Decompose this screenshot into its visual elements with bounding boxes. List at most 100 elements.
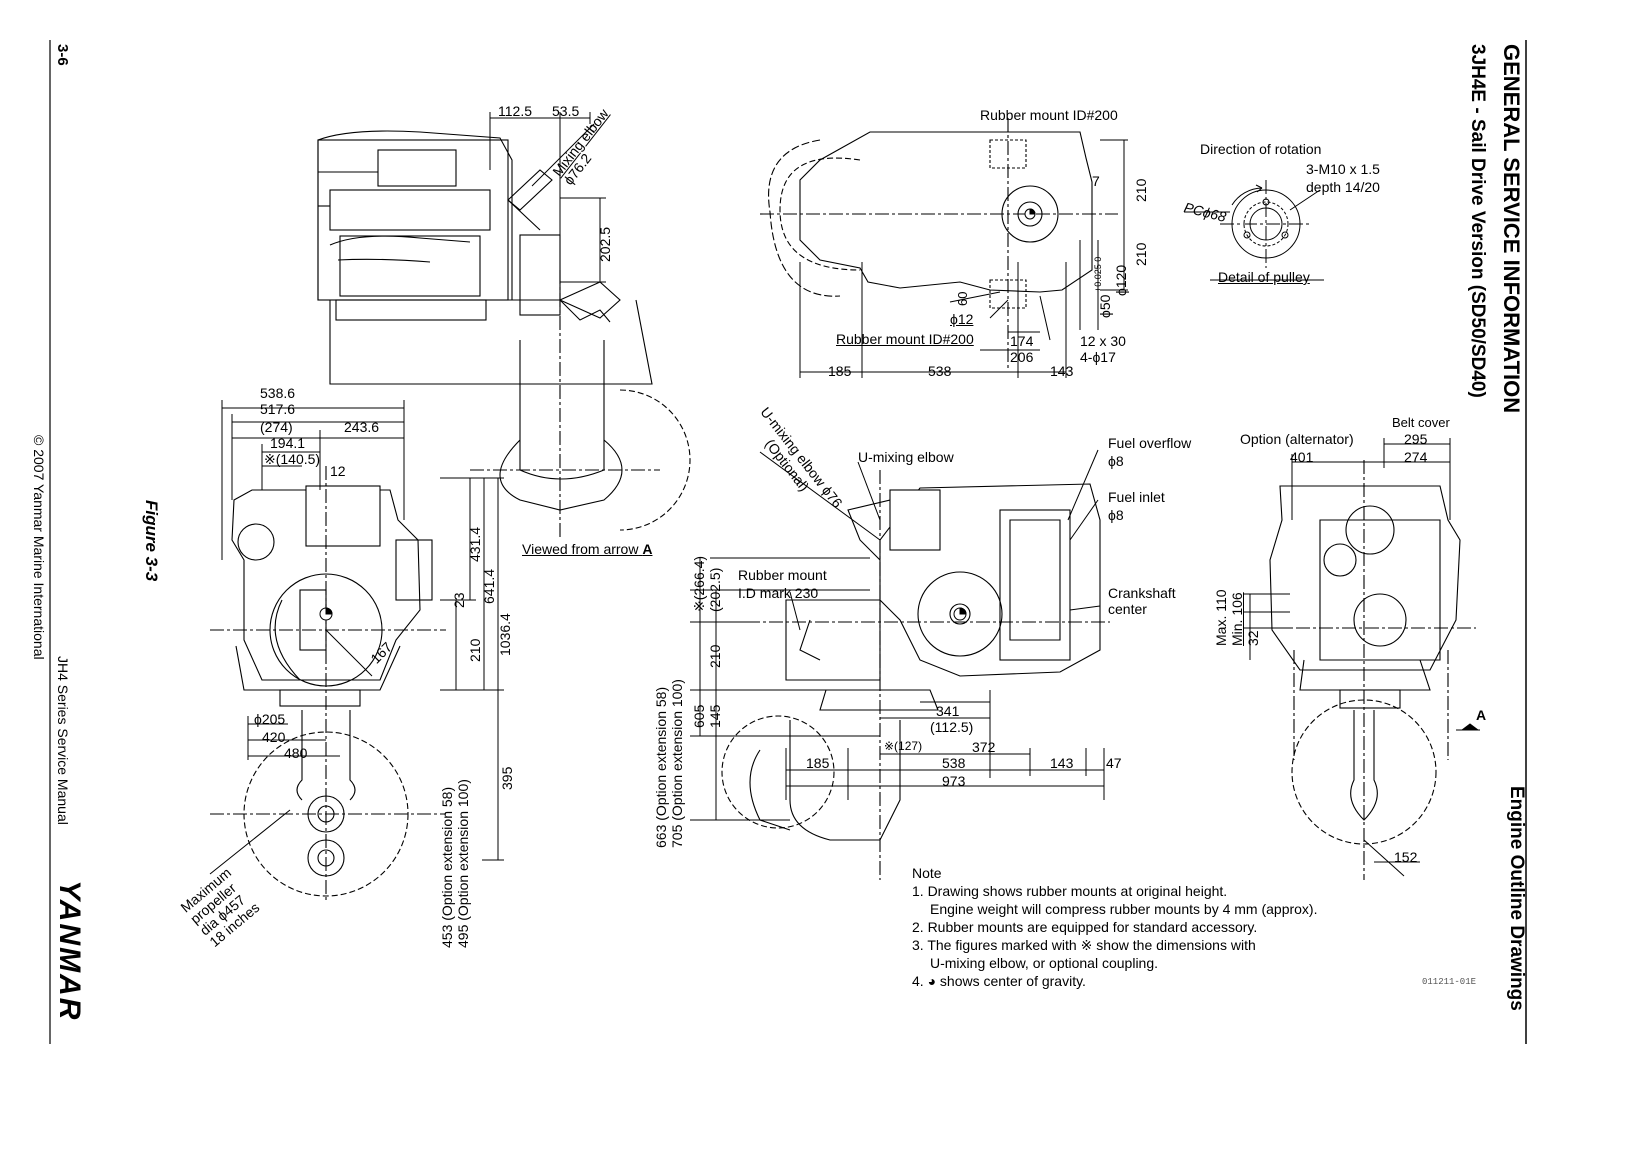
dim-480: 480 [284, 745, 308, 761]
center-of-gravity-marks [319, 208, 1036, 621]
dim-973: 973 [942, 773, 966, 789]
rubber-mount-top-label: Rubber mount ID#200 [980, 107, 1118, 123]
dim-420: 420 [262, 729, 286, 745]
dim-53-5: 53.5 [552, 103, 580, 119]
dim-145: 145 [707, 704, 723, 728]
note-4: 4. ◕ shows center of gravity. [912, 973, 1086, 989]
note-2: 2. Rubber mounts are equipped for standa… [912, 919, 1258, 935]
fuel-overflow-dia: ϕ8 [1108, 453, 1124, 469]
top-view-engine [317, 130, 691, 540]
dim-274-rear: 274 [1404, 449, 1428, 465]
pulley-thread: 3-M10 x 1.5 [1306, 161, 1380, 177]
phi50-tolerance: +0.025 0 [1093, 256, 1103, 292]
dim-112-5-side: (112.5) [930, 719, 974, 735]
viewed-arrow-letter: A [642, 541, 653, 557]
dim-206: 206 [1010, 349, 1034, 365]
fuel-inlet-dia: ϕ8 [1108, 507, 1124, 523]
min-106: Min. 106 [1229, 592, 1245, 646]
dim-295: 295 [1404, 431, 1428, 447]
pulley-depth: depth 14/20 [1306, 179, 1380, 195]
dim-210-lower: 210 [1133, 242, 1149, 266]
note-3-cont: U-mixing elbow, or optional coupling. [930, 955, 1159, 971]
pulley-detail [1184, 180, 1324, 281]
dim-112-5: 112.5 [498, 103, 532, 119]
u-mixing-elbow-label: U-mixing elbow [858, 449, 954, 465]
dim-23: 23 [451, 592, 467, 608]
front-view-dims [209, 400, 504, 875]
pulley-caption: Detail of pulley [1218, 269, 1310, 285]
dim-210-side: 210 [707, 644, 723, 668]
note-1-cont: Engine weight will compress rubber mount… [930, 901, 1318, 917]
dim-210-front: 210 [467, 638, 483, 662]
plan-view-engine [760, 118, 1118, 370]
dim-127: ※(127) [884, 739, 923, 753]
dim-7: 7 [1092, 173, 1100, 189]
dim-517-6: 517.6 [260, 401, 296, 417]
dim-538-plan: 538 [928, 363, 952, 379]
phi12-label: ϕ12 [950, 311, 974, 327]
dim-341: 341 [936, 703, 960, 719]
bolt-12x30: 12 x 30 [1080, 333, 1126, 349]
max-110: Max. 110 [1213, 589, 1229, 646]
dim-194-1: 194.1 [270, 435, 306, 451]
front-ext-100: 495 (Option extension 100) [455, 779, 471, 948]
dim-202-5-side: (202.5) [707, 567, 723, 612]
dim-152: 152 [1394, 849, 1418, 865]
dim-185-plan: 185 [828, 363, 852, 379]
view-arrow-a: A [1476, 707, 1487, 723]
dim-60: 60 [955, 291, 970, 306]
notes-title: Note [912, 865, 942, 881]
crankshaft-center-label: center [1108, 601, 1147, 617]
side-view-engine [700, 470, 1110, 880]
rubber-mount-bottom-label: Rubber mount ID#200 [836, 331, 974, 347]
dim-538-side: 538 [942, 755, 966, 771]
viewed-from-arrow: Viewed from arrow A [522, 542, 652, 556]
phi120-label: ϕ120 [1113, 264, 1129, 296]
dim-605: 605 [691, 704, 707, 728]
rubber-mount-id-mark: I.D mark 230 [738, 585, 819, 601]
direction-of-rotation: Direction of rotation [1200, 141, 1322, 157]
dim-266-4: ※(266.4) [691, 555, 707, 612]
fuel-overflow-label: Fuel overflow [1108, 435, 1192, 451]
side-ext-58: 663 (Option extension 58) [653, 686, 669, 848]
front-ext-58: 453 (Option extension 58) [439, 786, 455, 948]
rear-view-engine [1250, 460, 1476, 880]
top-view-dims [489, 112, 606, 283]
dim-243-6: 243.6 [344, 419, 380, 435]
dim-47: 47 [1106, 755, 1122, 771]
option-alternator-label: Option (alternator) [1240, 431, 1354, 447]
fuel-inlet-label: Fuel inlet [1108, 489, 1165, 505]
dim-143-side: 143 [1050, 755, 1074, 771]
drawing-code: 011211-01E [1422, 977, 1477, 987]
belt-cover-label: Belt cover [1392, 415, 1450, 430]
dim-202-5: 202.5 [597, 226, 613, 262]
note-1: 1. Drawing shows rubber mounts at origin… [912, 883, 1228, 899]
plan-view-dims [799, 139, 1128, 378]
dim-185-side: 185 [806, 755, 830, 771]
phi50-label: ϕ50 [1097, 294, 1113, 318]
dim-143-plan: 143 [1050, 363, 1074, 379]
rear-view-dims [1244, 438, 1480, 877]
dim-140-5: ※(140.5) [264, 451, 321, 467]
dim-401: 401 [1290, 449, 1314, 465]
dim-12: 12 [330, 463, 346, 479]
dim-phi205: ϕ205 [254, 711, 286, 727]
dim-274: (274) [260, 419, 293, 435]
crankshaft-label: Crankshaft [1108, 585, 1176, 601]
side-view-dims [690, 449, 1105, 821]
dim-372: 372 [972, 739, 996, 755]
dim-431-4: 431.4 [467, 526, 483, 562]
dim-538-6: 538.6 [260, 385, 296, 401]
front-view-engine [210, 466, 446, 900]
bolt-4-phi17: 4-ϕ17 [1080, 349, 1116, 365]
viewed-from-text: Viewed from arrow [522, 541, 639, 557]
rubber-mount-side: Rubber mount [738, 567, 827, 583]
dim-174: 174 [1010, 333, 1034, 349]
dim-395: 395 [499, 766, 515, 790]
note-3: 3. The figures marked with ※ show the di… [912, 937, 1256, 953]
dim-641-4: 641.4 [481, 568, 497, 604]
side-ext-100: 705 (Option extension 100) [669, 679, 685, 848]
dim-32: 32 [1245, 630, 1261, 646]
dim-1036-4: 1036.4 [497, 613, 513, 656]
